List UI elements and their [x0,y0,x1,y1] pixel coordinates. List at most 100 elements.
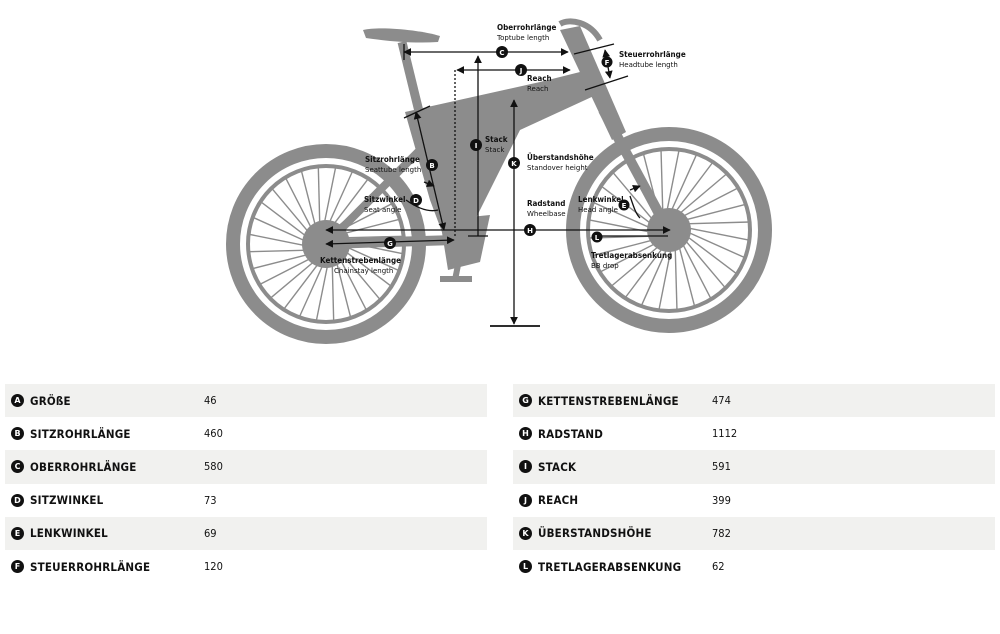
spoke [588,219,656,234]
spoke [338,249,381,301]
spoke [679,238,712,300]
spoke [624,243,667,299]
letter-badge: A [11,394,24,408]
label-stack-en: Stack [485,146,505,154]
badge-j: J [515,64,527,76]
spoke [677,240,696,307]
spoke [334,254,352,319]
geometry-row: C OBERROHRLÄNGE 580 [5,450,487,484]
label-seatangle-en: Seat angle [364,206,401,214]
geometry-name: SITZWINKEL [30,493,104,508]
geometry-value: 580 [204,460,223,474]
spoke [599,240,661,273]
spoke [298,257,327,318]
label-chainstay-en: Chainstay length [334,267,393,275]
label-stack-de: Stack [485,135,508,144]
geometry-value: 782 [712,526,731,540]
letter-badge: L [519,560,532,574]
geometry-value: 460 [204,427,223,441]
label-bbdrop-de: Tretlagerabsenkung [591,251,672,260]
geometry-name: STEUERROHRLÄNGE [30,559,151,574]
geometry-value: 474 [712,394,731,408]
letter-badge: H [519,427,532,441]
geometry-row: H RADSTAND 1112 [513,417,995,450]
label-headangle-de: Lenkwinkel [578,195,624,204]
spoke [251,252,316,270]
label-headtube-en: Headtube length [619,61,678,69]
spoke [271,187,314,239]
svg-text:J: J [519,67,523,75]
svg-text:F: F [605,59,610,67]
geometry-name: OBERROHRLÄNGE [30,459,137,474]
spoke [322,166,337,231]
svg-text:C: C [499,49,504,57]
spoke [668,153,698,217]
letter-badge: K [519,526,532,540]
geometry-row: L TRETLAGERABSENKUNG 62 [513,550,995,583]
geometry-name: TRETLAGERABSENKUNG [538,559,682,574]
geometry-value: 399 [712,493,731,507]
badge-g: G [384,237,396,249]
badge-c: C [496,46,508,58]
diagram-badges: C J F I K B D E H L G [384,46,630,249]
letter-badge: E [11,526,24,540]
geometry-name: STACK [538,459,577,474]
spoke [679,203,746,222]
badge-b: B [426,159,438,171]
spoke [592,238,659,257]
spoke [248,233,313,248]
geometry-row: F STEUERROHRLÄNGE 120 [5,550,487,583]
spoke [674,242,678,311]
letter-badge: B [11,427,24,441]
svg-text:H: H [527,227,533,235]
geometry-name: GRÖßE [30,393,71,408]
geometry-value: 46 [204,394,217,408]
spoke [300,169,318,234]
geometry-value: 62 [712,560,725,574]
badge-d: D [410,194,422,206]
letter-badge: C [11,460,24,474]
geometry-value: 120 [204,560,223,574]
diagram-labels: Oberrohrlänge Toptube length Steuerrohrl… [320,23,686,275]
letter-badge: I [519,460,532,474]
spoke [328,178,369,231]
svg-text:D: D [413,197,419,205]
geometry-name: REACH [538,493,579,508]
measurement-lines [325,43,671,327]
label-wheelbase-en: Wheelbase [527,210,566,218]
spoke [671,161,714,217]
spoke [660,149,664,218]
label-seattube-de: Sitzrohrlänge [365,155,420,164]
spoke [248,249,314,253]
label-toptube-en: Toptube length [496,34,549,42]
svg-text:K: K [511,160,517,168]
spoke [640,243,670,307]
geometry-value: 69 [204,526,217,540]
svg-text:I: I [475,142,478,150]
geometry-name: KETTENSTREBENLÄNGE [538,393,679,408]
spoke [681,221,750,225]
geometry-name: ÜBERSTANDSHÖHE [538,526,652,541]
label-reach-en: Reach [527,85,548,93]
bike-geometry-diagram: C J F I K B D E H L G Oberrohrlänge Topt… [226,18,772,344]
spoke [658,243,673,311]
spoke [682,232,738,275]
badge-e: E [618,199,630,211]
spoke [677,187,739,220]
spoke [665,149,680,217]
spoke [331,256,335,322]
badge-h: H [524,224,536,236]
geometry-name: RADSTAND [538,426,604,441]
spoke [269,256,321,299]
spoke [592,201,656,231]
spoke [611,171,657,225]
spoke [681,235,727,289]
letter-badge: F [11,560,24,574]
geometry-value: 1112 [712,427,738,441]
